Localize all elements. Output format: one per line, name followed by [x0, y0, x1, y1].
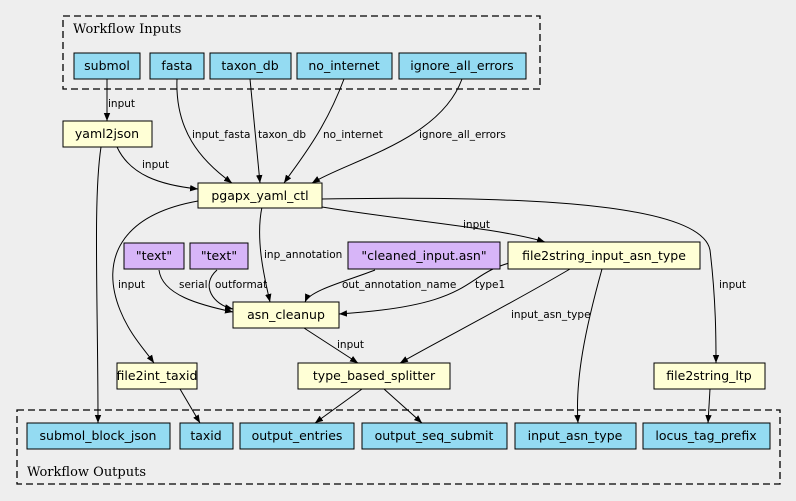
edge-label-pgapx-asn-cleanup: inp_annotation — [264, 249, 342, 261]
node-asn-cleanup: asn_cleanup — [247, 307, 325, 322]
edge-label-fasta-pgapx: input_fasta — [192, 129, 250, 141]
edge-label-submol-yaml2json: input — [108, 98, 135, 110]
edge-label-f2s-input-asn-cleanup: type1 — [475, 279, 505, 291]
node-type-based-splitter: type_based_splitter — [313, 368, 436, 383]
node-file2string-input-asn-type: file2string_input_asn_type — [522, 248, 686, 263]
edge-f2s-input-output — [574, 268, 603, 424]
edge-label-pgapx-f2s-ltp: input — [719, 279, 746, 291]
edge-splitter-output-entries — [314, 388, 363, 424]
workflow-inputs-cluster: Workflow Inputs — [62, 15, 541, 90]
edge-label-ignore-pgapx: ignore_all_errors — [419, 129, 506, 141]
edge-label-text2-asn-cleanup: outformat — [215, 279, 267, 291]
edge-f2i-taxid-taxid — [179, 388, 201, 424]
edge-label-yaml2json-pgapx: input — [142, 159, 169, 171]
node-yaml2json: yaml2json — [75, 126, 139, 141]
edge-label-cleaned-asn-cleanup: out_annotation_name — [342, 279, 456, 291]
node-no-internet: no_internet — [308, 58, 379, 73]
edge-splitter-output-seq-submit — [383, 388, 423, 424]
node-input-asn-type: input_asn_type — [528, 428, 623, 443]
step-nodes: yaml2json pgapx_yaml_ctl file2string_inp… — [62, 120, 766, 390]
node-file2string-ltp: file2string_ltp — [666, 368, 751, 383]
input-nodes: submol fasta taxon_db no_internet ignore… — [73, 52, 527, 80]
edge-label-pgapx-f2s-input: input — [463, 219, 490, 231]
node-cleaned-input-asn: "cleaned_input.asn" — [361, 248, 486, 263]
edge-fasta-pgapx — [176, 78, 233, 184]
edge-f2s-ltp-locus-tag — [705, 388, 712, 424]
edge-asn-cleanup-splitter — [303, 327, 359, 364]
output-nodes: submol_block_json taxid output_entries o… — [26, 422, 771, 450]
edge-cleaned-asn-cleanup — [304, 269, 376, 303]
node-fasta: fasta — [161, 58, 192, 73]
edge-label-taxondb-pgapx: taxon_db — [258, 129, 306, 141]
literal-nodes: "text" "text" "cleaned_input.asn" — [123, 241, 501, 270]
edge-f2s-input-splitter — [399, 268, 571, 364]
edge-pgapx-f2s-ltp — [321, 197, 720, 364]
workflow-outputs-title: Workflow Outputs — [27, 465, 146, 480]
edge-text2-asn-cleanup — [208, 269, 234, 311]
workflow-inputs-title: Workflow Inputs — [73, 22, 181, 37]
node-text-serial: "text" — [136, 248, 172, 263]
edge-pgapx-f2s-input — [321, 206, 546, 243]
edge-label-nointernet-pgapx: no_internet — [323, 129, 383, 141]
node-submol: submol — [84, 58, 130, 73]
node-submol-block-json: submol_block_json — [40, 428, 157, 443]
edge-pgapx-f2i-taxid — [112, 200, 199, 364]
node-locus-tag-prefix: locus_tag_prefix — [655, 428, 756, 443]
node-pgapx-yaml-ctl: pgapx_yaml_ctl — [211, 188, 308, 203]
edge-label-text1-asn-cleanup: serial — [179, 279, 208, 291]
edge-ignore-pgapx — [311, 78, 463, 184]
edge-labels: input input_fasta taxon_db no_internet i… — [108, 98, 746, 351]
node-taxid: taxid — [190, 428, 221, 443]
node-output-seq-submit: output_seq_submit — [375, 428, 494, 443]
edge-yaml2json-pgapx — [116, 146, 199, 192]
edge-label-pgapx-f2i-taxid: input — [118, 279, 145, 291]
edge-yaml2json-submol-block — [94, 146, 102, 424]
edge-text1-asn-cleanup — [158, 269, 234, 314]
edge-taxondb-pgapx — [249, 78, 263, 184]
node-ignore-all-errors: ignore_all_errors — [410, 58, 513, 73]
edge-label-f2s-input-splitter: input_asn_type — [511, 309, 591, 321]
node-taxon-db: taxon_db — [221, 58, 278, 73]
node-file2int-taxid: file2int_taxid — [117, 368, 198, 383]
workflow-outputs-cluster: Workflow Outputs — [16, 409, 781, 485]
node-text-outformat: "text" — [201, 248, 237, 263]
edge-nointernet-pgapx — [283, 78, 345, 184]
edge-label-asn-cleanup-splitter: input — [337, 339, 364, 351]
edge-pgapx-asn-cleanup — [259, 206, 272, 303]
node-output-entries: output_entries — [252, 428, 343, 443]
